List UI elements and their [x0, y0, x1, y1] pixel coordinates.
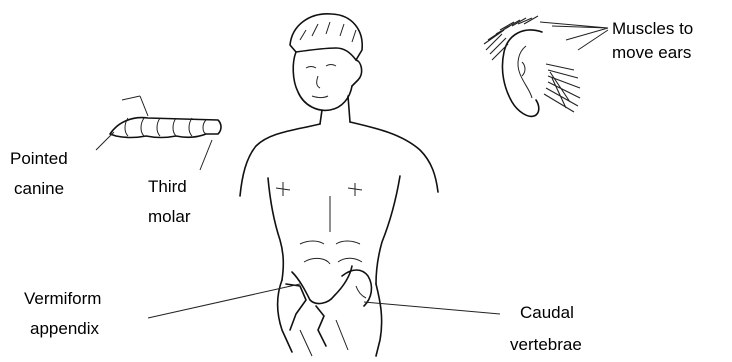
label-caudal: Caudal: [520, 302, 574, 324]
label-muscles-to: Muscles to: [612, 18, 693, 40]
torso-right-side: [376, 176, 400, 284]
label-move-ears: move ears: [612, 42, 691, 64]
caudal-leader-line: [364, 302, 500, 314]
label-appendix: appendix: [30, 318, 99, 340]
label-vertebrae: vertebrae: [510, 334, 582, 356]
human-figure: [240, 14, 438, 356]
rear-ear-muscle: [544, 64, 580, 112]
label-canine: canine: [14, 178, 64, 200]
label-vermiform: Vermiform: [24, 288, 101, 310]
torso-left-side: [268, 178, 283, 280]
ear-figure: [484, 16, 608, 116]
label-third: Third: [148, 176, 187, 198]
face: [293, 52, 352, 110]
ear-outline: [502, 30, 542, 116]
teeth-figure: [96, 96, 221, 170]
left-shoulder-arm: [240, 124, 320, 196]
label-pointed: Pointed: [10, 148, 68, 170]
hair: [290, 14, 362, 60]
label-molar: molar: [148, 206, 191, 228]
right-shoulder-arm: [350, 122, 438, 192]
